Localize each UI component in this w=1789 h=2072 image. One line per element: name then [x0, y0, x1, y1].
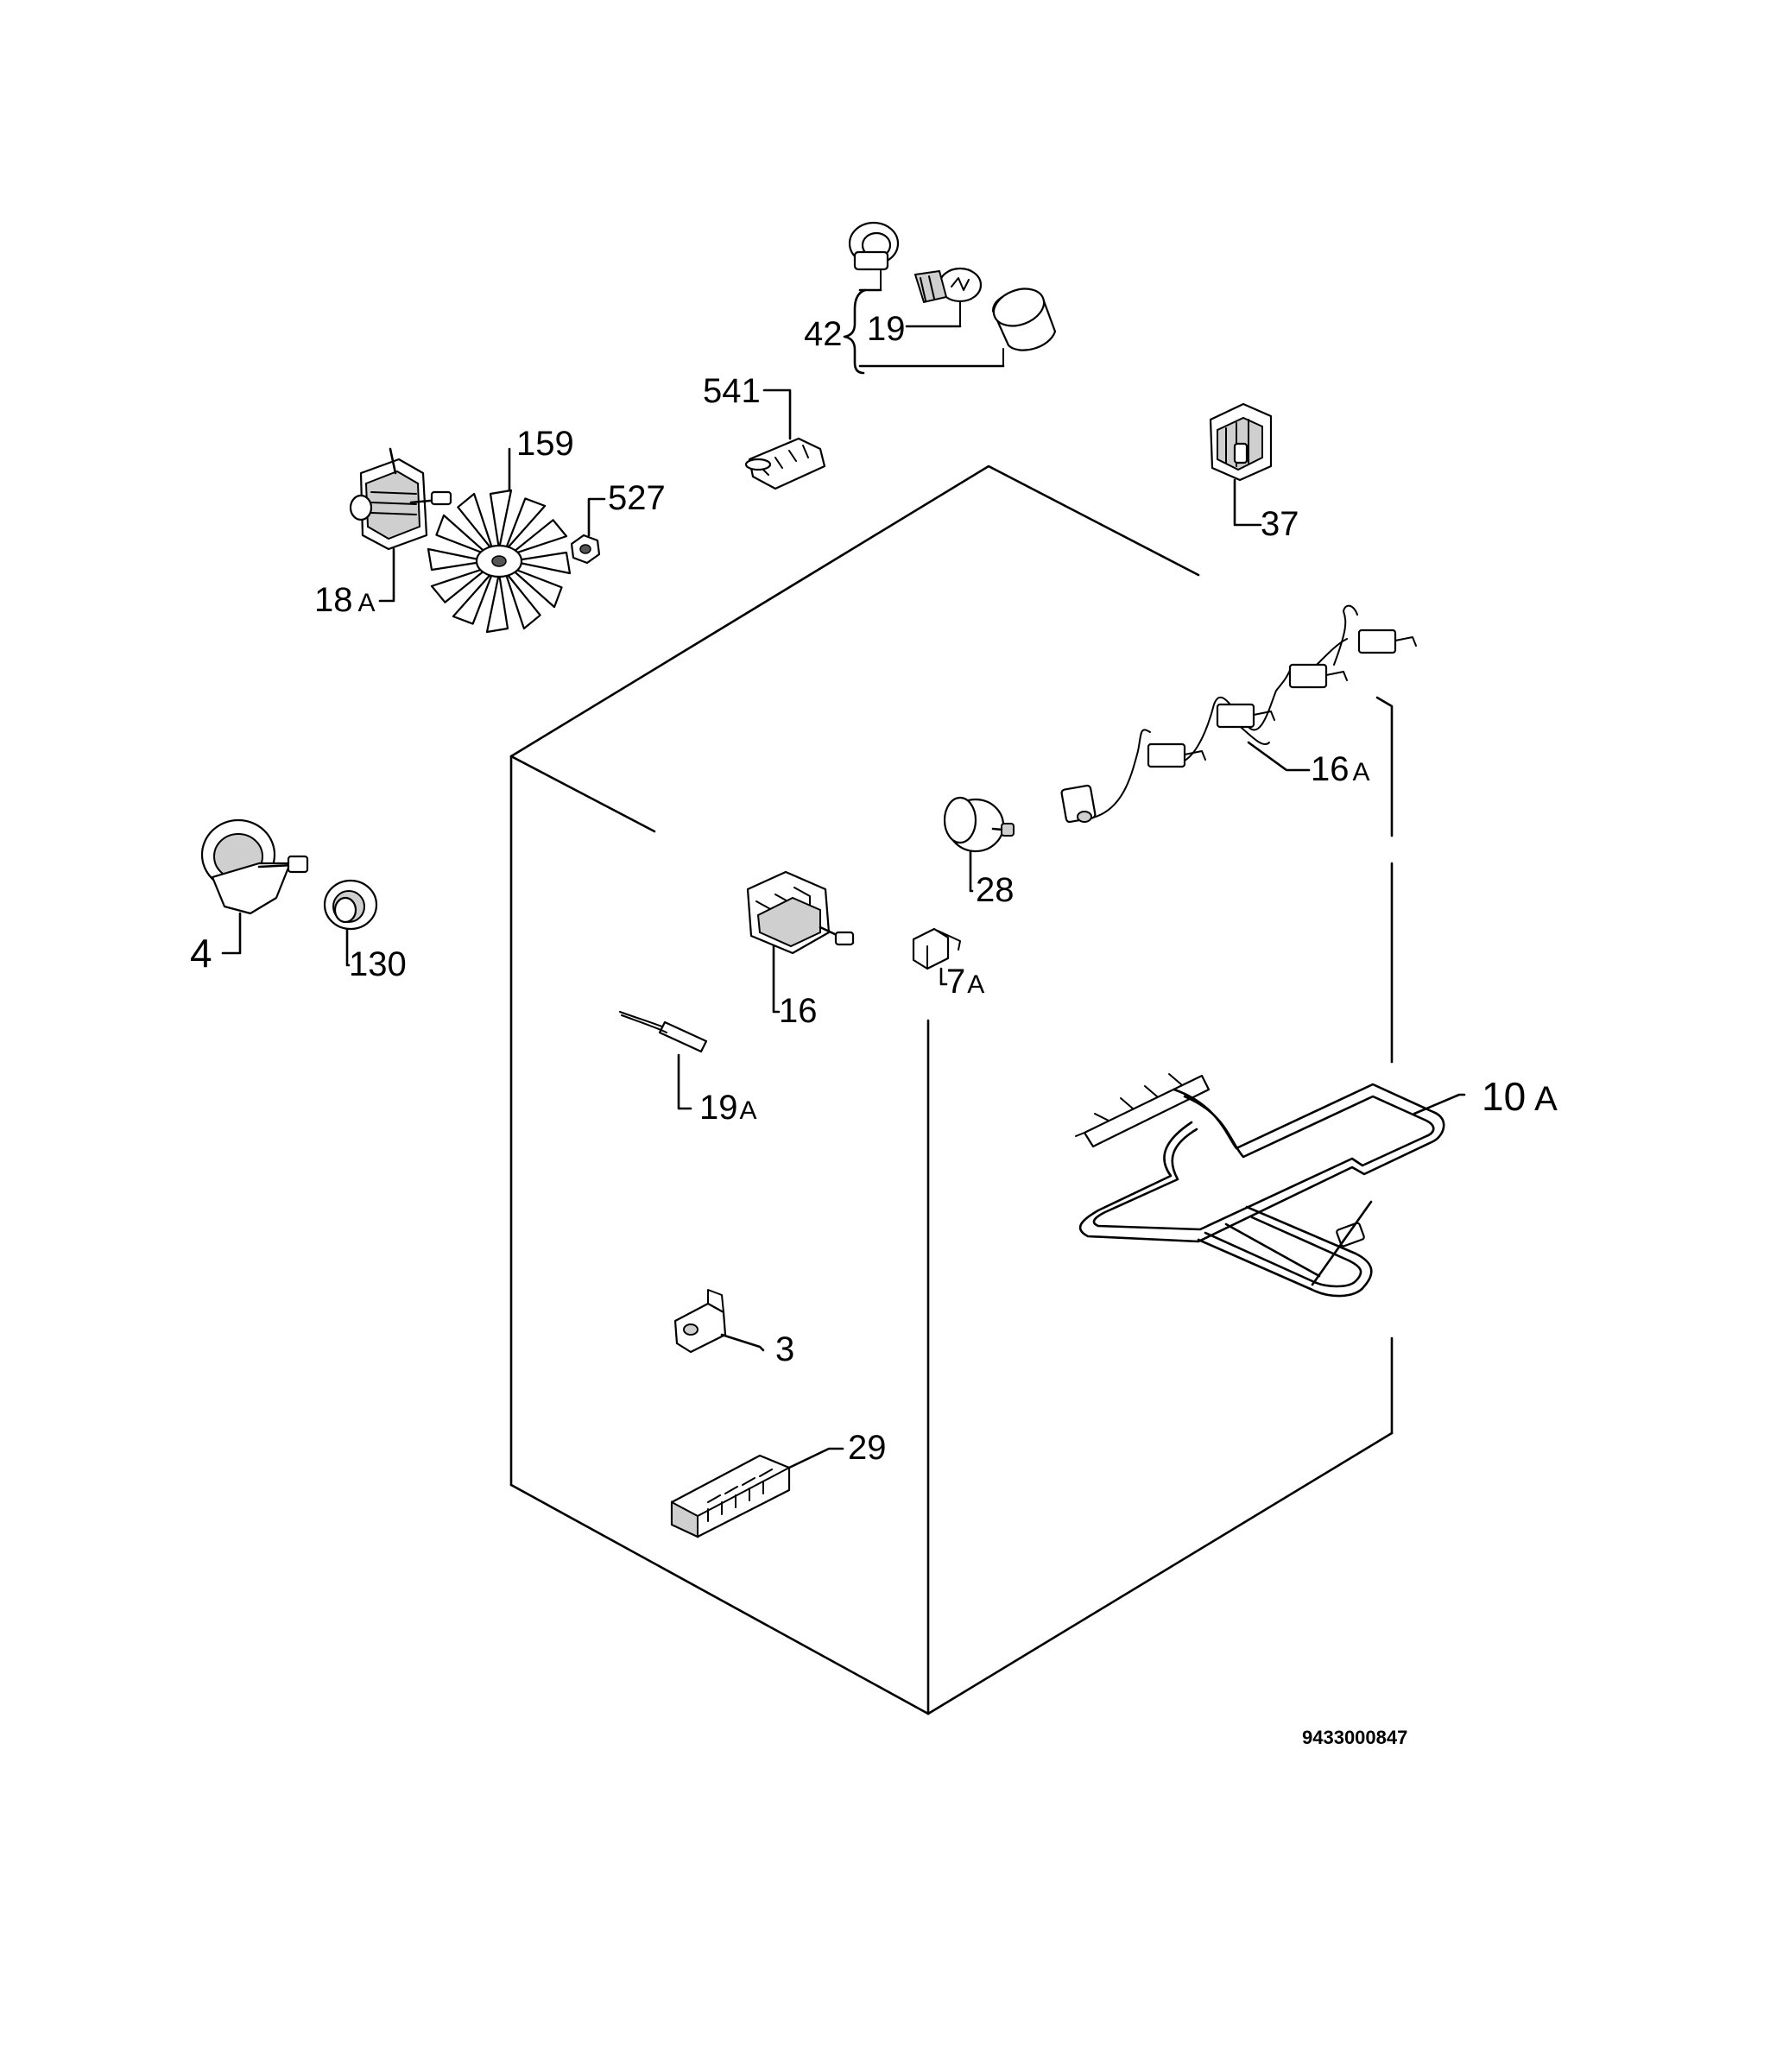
callout-16A-number: 16: [1311, 750, 1350, 788]
fan-blade-159: [427, 447, 572, 634]
callout-label-4: 4: [190, 931, 212, 976]
motor-4: [200, 818, 309, 955]
terminal-strip-29: [670, 1447, 844, 1538]
lamp-bulb-part: [913, 267, 983, 327]
nut-527: [570, 497, 606, 565]
callout-18A-number: 18: [314, 581, 353, 619]
callout-label-19A: 19A: [699, 1089, 757, 1127]
callout-19A-suffix: A: [740, 1096, 757, 1125]
callout-19A-number: 19: [699, 1089, 738, 1127]
callout-10A-number: 10: [1482, 1074, 1526, 1119]
wiring-harness-16A: [1060, 604, 1417, 824]
oven-cabinet-outline: [509, 464, 1394, 1715]
temperature-probe-19A: [619, 1011, 708, 1110]
drawing-number: 9433000847: [1302, 1727, 1407, 1748]
seal-ring-130: [323, 879, 378, 967]
callout-label-541: 541: [703, 372, 761, 410]
callout-7A-suffix: A: [967, 970, 984, 999]
callout-label-28: 28: [976, 871, 1015, 909]
terminal-block-541: [744, 388, 826, 490]
callout-label-130: 130: [349, 945, 407, 983]
callout-18A-suffix: A: [358, 589, 376, 617]
lamp-holder-part: [848, 221, 900, 291]
callout-label-19: 19: [867, 310, 906, 348]
callout-label-29: 29: [848, 1429, 887, 1467]
lamp-cover-part: [991, 287, 1057, 367]
thermostat-28: [943, 796, 1015, 893]
callout-label-42: 42: [804, 315, 843, 353]
callout-label-527: 527: [608, 479, 666, 517]
callout-label-37: 37: [1261, 505, 1299, 543]
callout-7A-number: 7: [946, 963, 965, 1001]
switch-7A: [912, 927, 961, 986]
callout-bracket-42-19: [843, 288, 1005, 375]
selector-switch-16: [746, 870, 855, 1014]
callout-label-7A: 7A: [946, 963, 984, 1001]
callout-10A-suffix: A: [1534, 1080, 1558, 1118]
callout-label-159: 159: [516, 425, 574, 463]
fan-motor-18A: [349, 447, 452, 603]
callout-label-16: 16: [779, 992, 818, 1030]
switch-37: [1209, 402, 1273, 527]
relay-3: [673, 1289, 765, 1354]
callout-16A-suffix: A: [1353, 758, 1370, 786]
heating-element-10A: [1075, 1073, 1466, 1298]
callout-label-3: 3: [775, 1330, 794, 1368]
